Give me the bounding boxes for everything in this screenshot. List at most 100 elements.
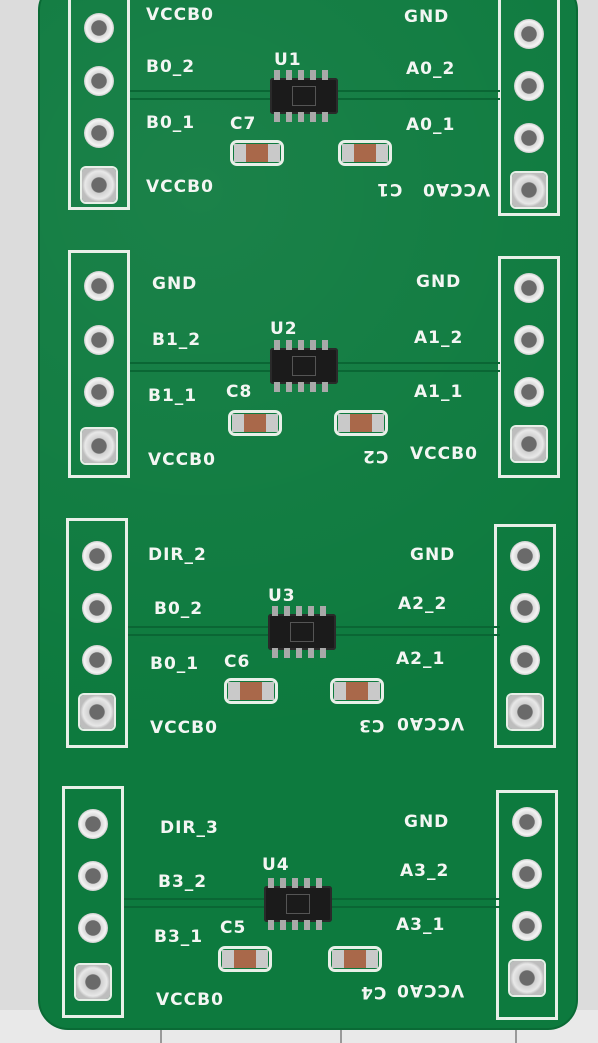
capacitor-c6 [224,678,278,704]
label-right-1-3: A0_1 [406,115,456,135]
chip-label-u2: U2 [270,319,298,339]
label-left-2-4: VCCB0 [148,450,216,470]
label-left-1-4: VCCB0 [146,177,214,197]
chip-label-u4: U4 [262,855,290,875]
pin-hole [84,66,114,96]
label-right-3-1: GND [410,545,456,565]
ic-chip-u4 [264,886,332,922]
cap-label-c6: C6 [224,652,251,672]
label-right-4-1: GND [404,812,450,832]
label-left-3-1: DIR_2 [148,545,207,565]
surface-line [160,1018,162,1043]
capacitor-c7 [230,140,284,166]
label-right-1-4: VCCA0 [422,179,491,199]
surface-line [515,1018,517,1043]
pin-hole-square [76,965,110,999]
capacitor-c3 [330,678,384,704]
pin-hole [78,913,108,943]
pin-hole [512,859,542,889]
label-right-2-2: A1_2 [414,328,464,348]
label-right-4-2: A3_2 [400,861,450,881]
label-right-3-2: A2_2 [398,594,448,614]
capacitor-c5 [218,946,272,972]
label-right-2-3: A1_1 [414,382,464,402]
chip-label-u1: U1 [274,50,302,70]
label-left-2-2: B1_2 [152,330,202,350]
label-left-4-2: B3_2 [158,872,208,892]
label-right-1-1: GND [404,7,450,27]
pin-hole [510,593,540,623]
cap-label-c3: C3 [358,715,385,735]
label-left-1-1: VCCB0 [146,5,214,25]
pin-hole [514,71,544,101]
chip-label-u3: U3 [268,586,296,606]
pin-hole [82,541,112,571]
left-header-3 [66,518,128,748]
label-right-2-1: GND [416,272,462,292]
pin-hole-square [512,173,546,207]
cap-label-c1: C1 [376,179,403,199]
label-left-1-3: B0_1 [146,113,196,133]
pin-hole-square [82,168,116,202]
pin-hole [84,13,114,43]
pin-hole [514,273,544,303]
label-left-2-3: B1_1 [148,386,198,406]
label-right-2-4: VCCB0 [410,444,478,464]
pin-hole [84,118,114,148]
pin-hole [84,377,114,407]
ic-chip-u3 [268,614,336,650]
right-header-3 [494,524,556,748]
pin-hole-square [82,429,116,463]
label-left-4-3: B3_1 [154,927,204,947]
pin-hole-square [512,427,546,461]
pin-hole-square [508,695,542,729]
label-right-4-3: A3_1 [396,915,446,935]
label-left-1-2: B0_2 [146,57,196,77]
pin-hole [510,541,540,571]
pin-hole [84,325,114,355]
label-left-2-1: GND [152,274,198,294]
label-right-4-4: VCCA0 [396,980,465,1000]
pin-hole [78,861,108,891]
pin-hole [82,593,112,623]
ic-chip-u2 [270,348,338,384]
left-header-4 [62,786,124,1018]
surface-line [340,1018,342,1043]
label-right-3-3: A2_1 [396,649,446,669]
pin-hole [514,123,544,153]
capacitor-c1 [338,140,392,166]
pin-hole-square [80,695,114,729]
right-header-1 [498,0,560,216]
pin-hole [510,645,540,675]
label-left-3-2: B0_2 [154,599,204,619]
pin-hole-square [510,961,544,995]
pin-hole [512,807,542,837]
capacitor-c2 [334,410,388,436]
cap-label-c7: C7 [230,114,257,134]
capacitor-c8 [228,410,282,436]
label-left-4-1: DIR_3 [160,818,219,838]
cap-label-c8: C8 [226,382,253,402]
pin-hole [78,809,108,839]
pin-hole [84,271,114,301]
pin-hole [514,377,544,407]
pin-hole [82,645,112,675]
pin-hole [512,911,542,941]
cap-label-c2: C2 [362,446,389,466]
pcb-board: VCCB0 B0_2 B0_1 VCCB0 GND A0_2 A0_1 VCCA… [38,0,578,1030]
left-header-2 [68,250,130,478]
cap-label-c4: C4 [360,982,387,1002]
capacitor-c4 [328,946,382,972]
right-header-4 [496,790,558,1020]
label-left-3-3: B0_1 [150,654,200,674]
left-header-1 [68,0,130,210]
label-left-4-4: VCCB0 [156,990,224,1010]
right-header-2 [498,256,560,478]
label-right-3-4: VCCA0 [396,713,465,733]
ic-chip-u1 [270,78,338,114]
label-right-1-2: A0_2 [406,59,456,79]
pin-hole [514,19,544,49]
cap-label-c5: C5 [220,918,247,938]
pin-hole [514,325,544,355]
label-left-3-4: VCCB0 [150,718,218,738]
